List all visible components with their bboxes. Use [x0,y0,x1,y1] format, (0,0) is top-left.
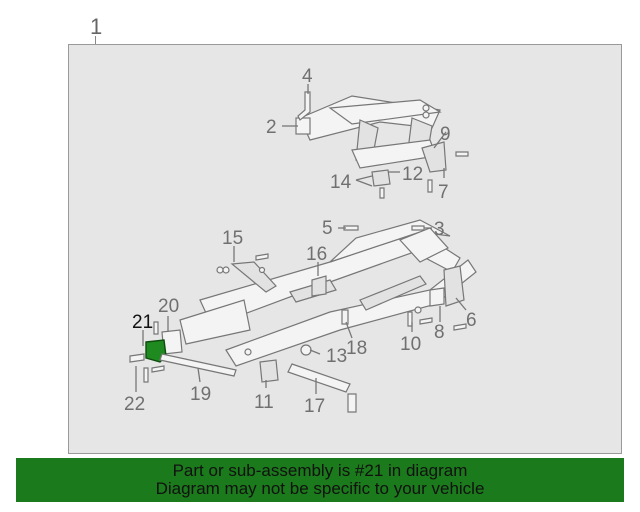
nut-part [216,266,224,274]
bolt-part [153,321,159,335]
callout-7: 7 [438,182,449,203]
bracket-part-11[interactable] [259,359,279,383]
bolt-part-3 [411,225,425,231]
hook-bracket-part-4[interactable] [297,91,311,121]
callout-4: 4 [302,66,313,87]
callout-10: 10 [400,334,421,355]
bar-part-17[interactable] [287,363,351,393]
callout-8: 8 [434,322,445,343]
callout-11: 11 [254,392,274,413]
washer-part [422,111,430,119]
bolt-part-18 [341,309,349,325]
bolt-part [255,253,269,261]
callout-9: 9 [440,124,451,145]
nut-part [244,348,252,356]
nut-part [222,266,230,274]
washer-stack-part-22 [129,353,145,363]
callout-2: 2 [266,117,277,138]
nut-part [258,266,266,274]
callout-20: 20 [158,296,179,317]
callout-labels: 2 3 4 5 6 7 8 9 10 11 12 13 14 15 16 17 … [124,66,477,417]
upper-crossmember[interactable] [295,95,442,169]
mount-part-8[interactable] [429,287,445,307]
callout-14: 14 [330,172,352,193]
rod-part-19[interactable] [159,353,237,377]
mount-bracket-part-9[interactable] [421,141,447,173]
bolt-part-7 [427,179,433,193]
bolt-part [379,187,385,199]
nut-part [414,306,422,314]
bushing-part-14[interactable] [371,169,391,187]
banner-line-2: Diagram may not be specific to your vehi… [155,479,485,498]
callout-15: 15 [222,228,243,249]
washer-part-13[interactable] [300,344,312,356]
main-frame[interactable] [179,219,477,367]
bolt-part-5 [343,225,359,231]
banner-line-1: Part or sub-assembly is #21 in diagram [172,461,468,480]
bolt-part [143,367,149,383]
bolt-part [453,323,467,331]
bolt-part [151,365,165,373]
callout-17: 17 [304,396,325,417]
leader-lines [135,84,467,394]
info-banner: Part or sub-assembly is #21 in diagram D… [16,458,624,502]
washer-part [422,104,430,112]
assembly-leader-line [95,36,96,45]
callout-22: 22 [124,394,145,415]
assembly-number: 1 [90,14,103,39]
callout-5: 5 [322,218,333,239]
callout-12: 12 [402,164,423,185]
callout-6: 6 [466,310,477,331]
bolt-part [419,317,433,325]
mount-part-6[interactable] [443,265,465,307]
bolt-part [455,151,469,157]
callout-19: 19 [190,384,211,405]
spring-hanger-part-15[interactable] [230,261,277,293]
callout-18: 18 [346,338,367,359]
callout-13: 13 [326,346,347,367]
bracket-part-16[interactable] [311,275,327,297]
callout-16: 16 [306,244,327,265]
bolt-part [347,393,357,413]
callout-3: 3 [434,219,445,240]
callout-21-highlighted: 21 [132,312,153,333]
